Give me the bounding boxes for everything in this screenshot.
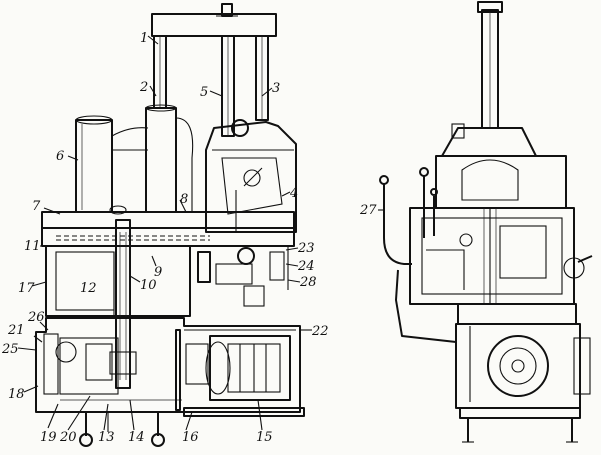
side-head xyxy=(435,123,567,209)
callout-10: 10 xyxy=(140,278,157,293)
left-tank xyxy=(75,115,149,213)
callout-9: 9 xyxy=(154,265,162,280)
side-column xyxy=(477,1,503,129)
callout-3: 3 xyxy=(272,81,280,96)
columns xyxy=(153,35,269,137)
callout-7: 7 xyxy=(32,199,41,214)
lower-housing xyxy=(35,317,301,413)
front-view: 1 2 5 3 6 7 8 4 11 9 23 24 28 17 10 12 2… xyxy=(1,3,329,447)
callout-17: 17 xyxy=(18,281,35,296)
callout-2: 2 xyxy=(139,80,148,95)
handle-27 xyxy=(379,175,457,343)
top-bridge xyxy=(151,3,277,37)
upper-gearbox xyxy=(205,119,297,233)
base-plate xyxy=(183,407,305,417)
callout-8: 8 xyxy=(180,192,188,207)
callout-14: 14 xyxy=(128,430,145,445)
callout-24: 24 xyxy=(297,259,315,274)
callout-21: 21 xyxy=(7,323,25,338)
callout-26: 26 xyxy=(27,310,45,325)
callout-13: 13 xyxy=(98,430,115,445)
callout-20: 20 xyxy=(59,430,77,445)
platform xyxy=(41,205,295,247)
wheels xyxy=(79,412,165,447)
callout-6: 6 xyxy=(56,149,64,164)
side-lower xyxy=(455,303,591,409)
motor xyxy=(185,335,291,401)
callout-5: 5 xyxy=(200,85,208,100)
middle-block xyxy=(45,245,191,317)
callout-18: 18 xyxy=(8,387,25,402)
right-mechanism xyxy=(197,245,289,307)
callout-28: 28 xyxy=(299,275,317,290)
callout-19: 19 xyxy=(40,430,57,445)
side-levers xyxy=(419,167,438,238)
side-frame xyxy=(459,407,581,443)
callout-15: 15 xyxy=(256,430,273,445)
callout-11: 11 xyxy=(24,239,41,254)
main-shaft xyxy=(109,219,137,389)
callout-12: 12 xyxy=(80,281,97,296)
callout-1: 1 xyxy=(140,31,148,46)
callout-25: 25 xyxy=(1,342,19,357)
callout-23: 23 xyxy=(297,241,315,256)
callout-27: 27 xyxy=(359,203,377,218)
callout-22: 22 xyxy=(311,324,329,339)
side-middle xyxy=(409,207,593,305)
callout-4: 4 xyxy=(289,186,298,201)
callout-16: 16 xyxy=(182,430,199,445)
leader-lines xyxy=(17,35,312,431)
side-view: 27 xyxy=(359,1,593,443)
front-callouts: 1 2 5 3 6 7 8 4 11 9 23 24 28 17 10 12 2… xyxy=(1,31,329,445)
